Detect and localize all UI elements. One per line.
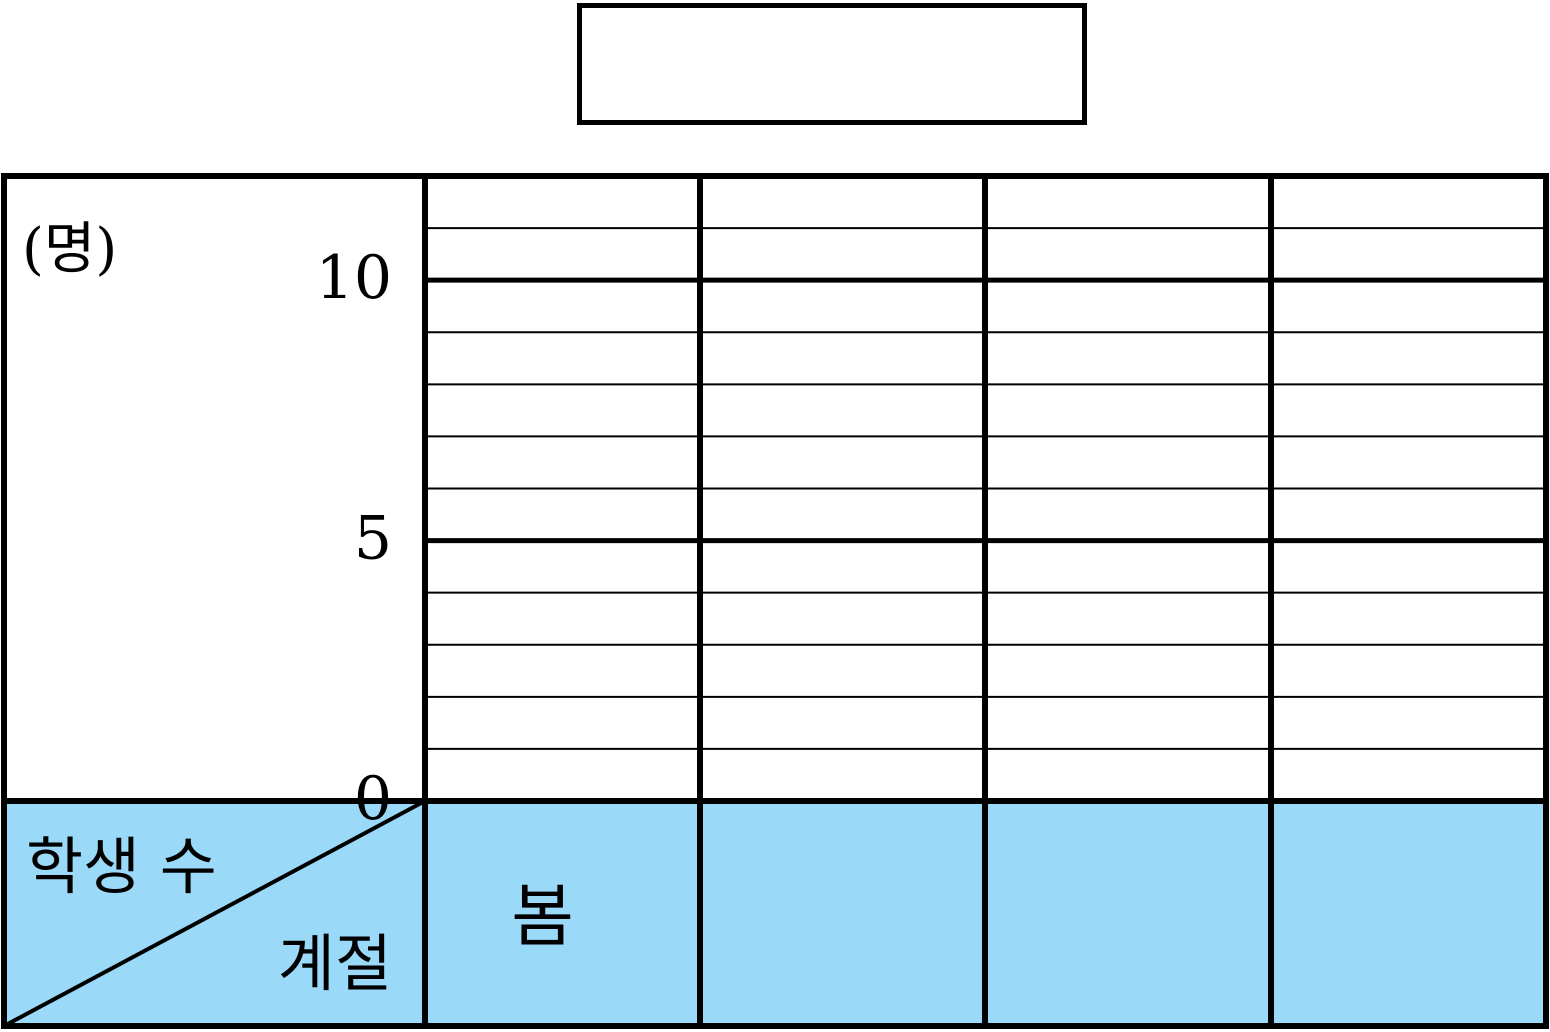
x-caption: 계절 [278, 927, 392, 1000]
category-labels: 봄 [511, 878, 574, 957]
header-diagonal [3, 799, 426, 1028]
y-caption: 학생 수 [26, 830, 217, 903]
header-row-fill [4, 801, 1546, 1026]
y-tick-label: 0 [354, 764, 392, 834]
y-tick-label: 5 [354, 504, 392, 574]
unit-label: (명) [22, 217, 117, 282]
y-tick-labels: 0 5 10 [316, 243, 392, 834]
title-box [577, 3, 1087, 125]
table-border [1, 173, 1549, 1029]
y-tick-label: 10 [316, 243, 392, 313]
category-label: 봄 [511, 878, 574, 957]
